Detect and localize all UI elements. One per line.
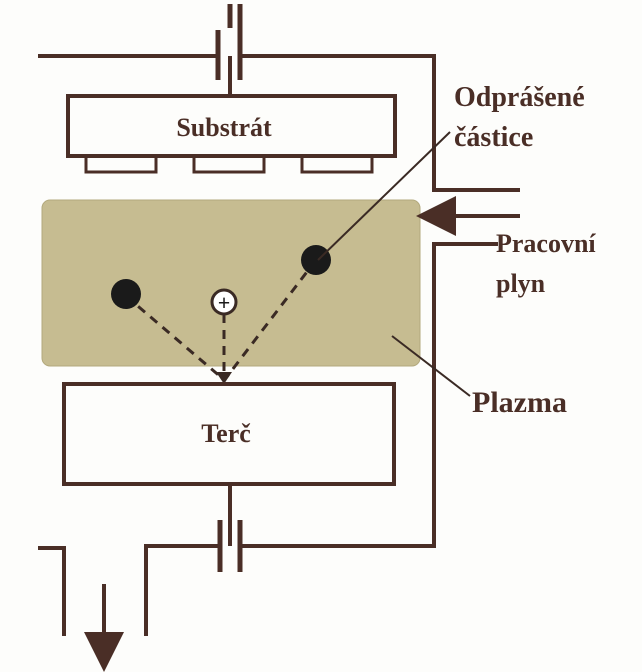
substrate: Substrát bbox=[66, 94, 397, 174]
substrate-tab-3 bbox=[300, 154, 374, 174]
substrate-label: Substrát bbox=[176, 113, 272, 142]
working-gas-label-line2: plyn bbox=[496, 269, 546, 298]
sputtered-particle-left bbox=[111, 279, 141, 309]
trajectory-right bbox=[224, 259, 318, 379]
ion-particle: + bbox=[210, 288, 238, 316]
impact-arrowhead bbox=[216, 372, 232, 384]
sputtered-particle-right bbox=[301, 245, 331, 275]
ion-plus-sign: + bbox=[218, 290, 231, 315]
bottom-wire-left bbox=[144, 544, 220, 636]
ion-circle bbox=[210, 288, 238, 316]
top-wire-right bbox=[240, 54, 520, 192]
target-label: Terč bbox=[201, 419, 251, 448]
top-circuit bbox=[38, 4, 520, 192]
callout-plasma bbox=[391, 335, 471, 397]
callout-sputtered-particles bbox=[317, 131, 451, 261]
trajectories bbox=[125, 259, 318, 380]
plasma-region bbox=[41, 199, 421, 367]
right-wire bbox=[240, 242, 498, 548]
trajectory-left bbox=[125, 294, 223, 380]
target: Terč bbox=[62, 382, 396, 486]
sputtered-particles-label-line2: částice bbox=[454, 122, 533, 153]
working-gas-label-line1: Pracovní bbox=[496, 229, 596, 258]
pump-port-wall bbox=[38, 546, 66, 636]
plasma-label: Plazma bbox=[472, 386, 567, 419]
substrate-tab-1 bbox=[84, 154, 158, 174]
sputtered-particles-label-line1: Odprášené bbox=[454, 82, 585, 113]
substrate-tab-2 bbox=[192, 154, 266, 174]
gas-lines bbox=[240, 196, 520, 548]
callouts bbox=[317, 131, 471, 397]
bottom-circuit bbox=[38, 484, 243, 672]
